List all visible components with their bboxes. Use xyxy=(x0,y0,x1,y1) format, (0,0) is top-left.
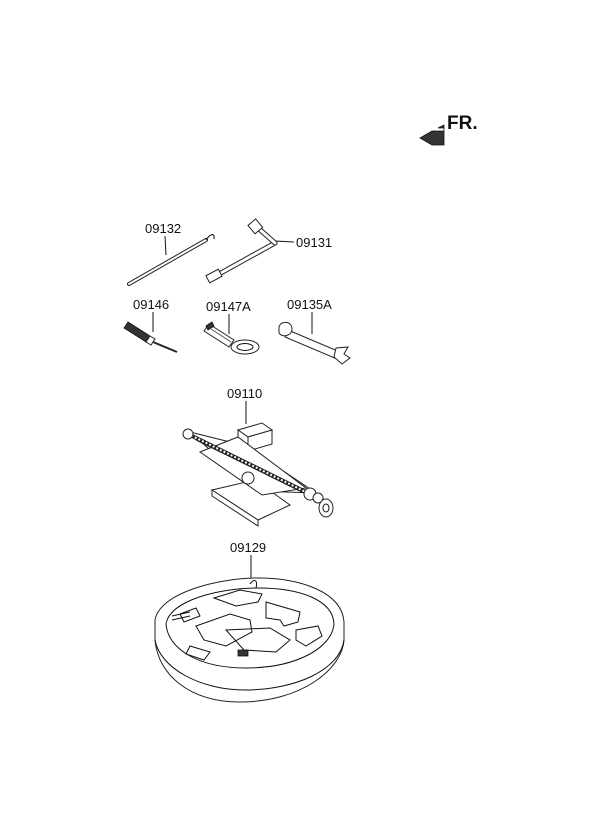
tool-tray-illustration xyxy=(154,577,345,703)
towing-hook-illustration xyxy=(203,321,260,355)
lug-wrench-illustration xyxy=(205,218,278,284)
part-09132[interactable]: 09132 xyxy=(127,221,215,286)
part-label-09146: 09146 xyxy=(133,297,169,312)
front-direction-indicator: FR. xyxy=(419,113,478,146)
part-label-09135A: 09135A xyxy=(287,297,332,312)
scissor-jack-illustration xyxy=(182,422,334,527)
leader-line-09132 xyxy=(164,235,167,256)
part-09147A[interactable]: 09147A xyxy=(203,299,260,355)
part-label-09129: 09129 xyxy=(230,540,266,555)
part-label-09110: 09110 xyxy=(227,386,262,401)
front-arrow-icon xyxy=(419,124,445,146)
spanner-illustration xyxy=(278,321,351,365)
part-09110[interactable]: 09110 xyxy=(182,386,334,527)
leader-line-09131 xyxy=(274,240,295,243)
rod-wrench-illustration xyxy=(127,234,215,286)
part-09129[interactable]: 09129 xyxy=(154,540,345,703)
part-label-09131: 09131 xyxy=(296,235,332,250)
front-label: FR. xyxy=(447,113,478,134)
part-label-09147A: 09147A xyxy=(206,299,251,314)
part-09135A[interactable]: 09135A xyxy=(278,297,351,365)
part-label-09132: 09132 xyxy=(145,221,181,236)
part-09146[interactable]: 09146 xyxy=(123,297,178,353)
part-09131[interactable]: 09131 xyxy=(205,218,332,284)
screwdriver-illustration xyxy=(123,321,178,353)
